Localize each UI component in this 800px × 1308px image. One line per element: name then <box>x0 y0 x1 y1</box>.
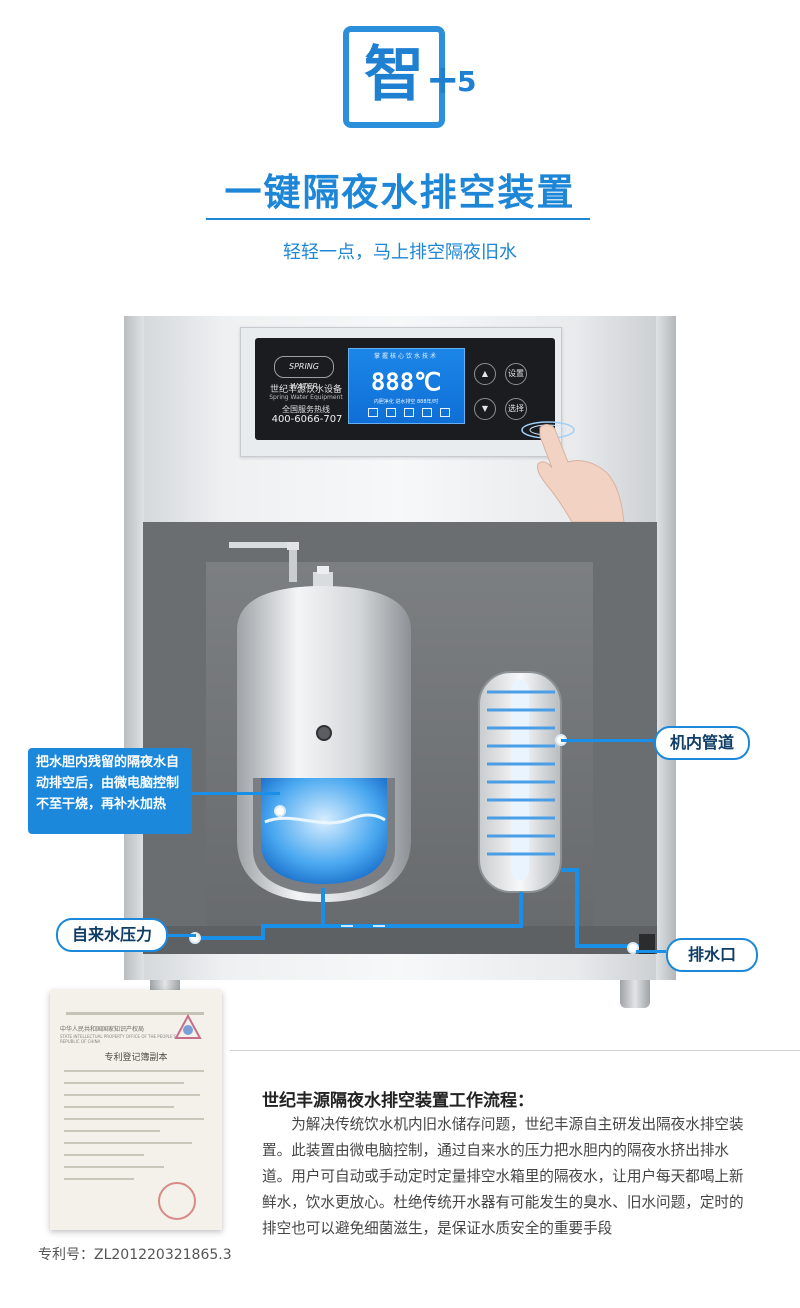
cert-line <box>64 1130 160 1132</box>
lcd-status-icon <box>368 408 378 417</box>
smart-badge-frame <box>343 26 445 128</box>
callout-line <box>561 739 654 742</box>
cert-line <box>64 1106 174 1108</box>
patent-number: 专利号：ZL201220321865.3 <box>38 1247 232 1263</box>
lcd-status-icon <box>440 408 450 417</box>
hotline-number: 400-6066-707 <box>271 414 343 425</box>
cabinet-right-edge <box>656 316 676 980</box>
cert-line <box>64 1118 204 1120</box>
cert-line <box>64 1070 204 1072</box>
lcd-slogan: 掌握核心饮水技术 <box>373 353 438 360</box>
hand-pointer-icon <box>521 421 625 523</box>
cert-line <box>64 1142 192 1144</box>
certificate-title: 专利登记簿副本 <box>104 1053 168 1063</box>
lcd-temperature: 888℃ <box>370 368 442 396</box>
tap-pressure-label: 自来水压力 <box>56 918 168 952</box>
badge-character: 智 <box>364 40 424 110</box>
drain-outlet-label: 排水口 <box>666 938 758 972</box>
settings-button[interactable]: 设置 <box>505 363 527 385</box>
cert-line <box>64 1094 200 1096</box>
select-button[interactable]: 选择 <box>505 398 527 420</box>
callout-line <box>636 950 666 953</box>
machine-foot <box>620 980 650 1008</box>
hotline-label: 全国服务热线 <box>282 405 330 414</box>
pipe-label: 机内管道 <box>654 726 750 760</box>
cert-line <box>64 1082 184 1084</box>
cert-line <box>66 1012 204 1015</box>
certificate-office: 中华人民共和国国家知识产权局 <box>60 1026 145 1033</box>
callout-line <box>192 792 280 795</box>
page-subtitle: 轻轻一点，马上排空隔夜旧水 <box>283 242 517 263</box>
lcd-status-icon <box>386 408 396 417</box>
process-description: 为解决传统饮水机内旧水储存问题，世纪丰源自主研发出隔夜水排空装置。此装置由微电脑… <box>262 1116 744 1237</box>
cabinet-left-edge <box>124 316 144 980</box>
brand-english-name: Spring Water Equipment <box>269 394 343 401</box>
lcd-display <box>348 348 465 424</box>
page-title: 一键隔夜水排空装置 <box>224 171 576 214</box>
section-divider <box>230 1050 800 1051</box>
internal-diagram <box>189 542 655 954</box>
process-title: 世纪丰源隔夜水排空装置工作流程： <box>262 1091 534 1111</box>
brand-name: 世纪丰源饮水设备 <box>269 385 342 395</box>
down-button[interactable]: ▼ <box>474 398 496 420</box>
lcd-status-row: 内胆净化 进水排空 888年/时 <box>373 399 439 405</box>
badge-number: 5 <box>457 65 477 98</box>
callout-line <box>164 934 196 937</box>
lcd-status-icon <box>422 408 432 417</box>
cert-line <box>64 1154 144 1156</box>
tank-drain-note: 把水胆内残留的隔夜水自动排空后，由微电脑控制不至干烧，再补水加热 <box>28 748 192 834</box>
patent-certificate <box>50 990 222 1230</box>
badge-plus: + <box>426 57 460 103</box>
title-divider <box>206 218 590 220</box>
official-seal-icon <box>158 1182 196 1220</box>
cert-line <box>64 1166 164 1168</box>
brand-logo: SPRING WATER <box>274 356 334 391</box>
lcd-status-icon <box>404 408 414 417</box>
up-button[interactable]: ▲ <box>474 363 496 385</box>
certificate-office-en: STATE INTELLECTUAL PROPERTY OFFICE OF TH… <box>60 1034 177 1044</box>
cert-line <box>64 1178 134 1180</box>
ipo-emblem-icon <box>174 1014 202 1039</box>
